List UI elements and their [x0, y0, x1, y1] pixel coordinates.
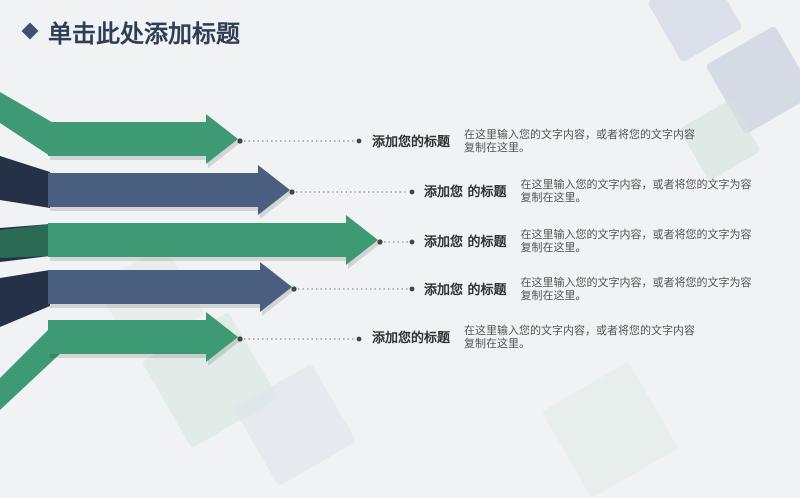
list-item: 添加您的标题 在这里输入您的文字内容，或者将您的文字内容复制在这里。 [372, 128, 699, 154]
arrow-body [48, 165, 290, 215]
leader-dot-end [409, 286, 415, 292]
leader-dot-end [356, 138, 362, 144]
page-title: 单击此处添加标题 [20, 14, 240, 48]
item-title: 添加您 的标题 [424, 283, 507, 298]
item-description: 在这里输入您的文字内容，或者将您的文字为容复制在这里。 [520, 178, 752, 204]
arrow-body [48, 114, 238, 164]
leader-dot-start [237, 336, 243, 342]
item-title: 添加您 的标题 [424, 235, 507, 250]
list-item: 添加您 的标题 在这里输入您的文字内容，或者将您的文字为容复制在这里。 [424, 178, 756, 204]
leader-dot-end [356, 336, 362, 342]
arrow-tail-2 [0, 156, 50, 208]
arrow-body [48, 215, 378, 265]
leader-dot-start [377, 239, 383, 245]
item-title: 添加您的标题 [372, 331, 451, 346]
arrow-tail-fold [0, 224, 50, 258]
leader-dot-start [291, 286, 297, 292]
item-title: 添加您的标题 [372, 135, 451, 150]
leader-dot-start [237, 138, 243, 144]
item-description: 在这里输入您的文字内容，或者将您的文字为容复制在这里。 [520, 228, 752, 254]
arrows-graphic [0, 92, 415, 410]
arrow-tail-1 [0, 92, 62, 156]
item-description: 在这里输入您的文字内容，或者将您的文字内容复制在这里。 [464, 324, 696, 350]
leader-dot-end [409, 239, 415, 245]
item-title: 添加您 的标题 [424, 185, 507, 200]
arrow-tail-5 [0, 328, 62, 410]
arrow-body [48, 262, 292, 312]
item-description: 在这里输入您的文字内容，或者将您的文字内容复制在这里。 [464, 128, 696, 154]
list-item: 添加您 的标题 在这里输入您的文字内容，或者将您的文字为容复制在这里。 [424, 228, 756, 254]
leader-dot-start [289, 189, 295, 195]
arrow-body [48, 312, 238, 362]
list-item: 添加您 的标题 在这里输入您的文字内容，或者将您的文字为容复制在这里。 [424, 276, 756, 302]
list-item: 添加您的标题 在这里输入您的文字内容，或者将您的文字内容复制在这里。 [372, 324, 699, 350]
item-description: 在这里输入您的文字内容，或者将您的文字为容复制在这里。 [520, 276, 752, 302]
page-title-text: 单击此处添加标题 [48, 19, 240, 48]
arrow-tail-4 [0, 270, 50, 327]
leader-dot-end [409, 189, 415, 195]
